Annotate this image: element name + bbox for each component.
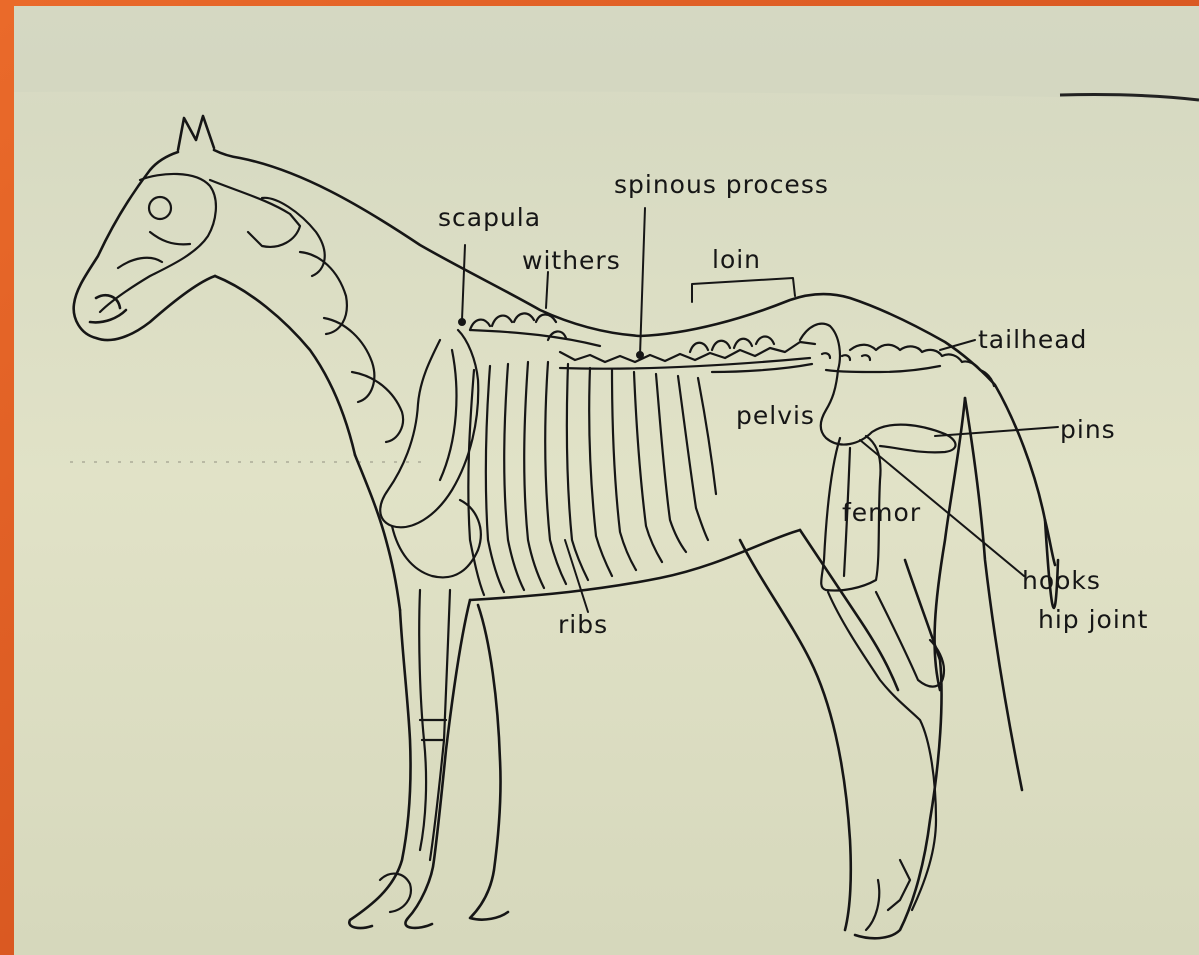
- label-ribs: ribs: [558, 612, 608, 637]
- label-withers: withers: [522, 248, 621, 273]
- label-hip-joint: hip joint: [1038, 607, 1148, 632]
- paper-fold: [14, 6, 1199, 100]
- label-spinous-process: spinous process: [614, 172, 829, 197]
- label-pins: pins: [1060, 417, 1116, 442]
- paper-sheet: [14, 6, 1199, 955]
- label-pelvis: pelvis: [736, 403, 815, 428]
- label-hooks: hooks: [1022, 568, 1101, 593]
- label-scapula: scapula: [438, 205, 541, 230]
- label-femor: femor: [842, 500, 921, 525]
- label-loin: loin: [712, 247, 761, 272]
- label-tailhead: tailhead: [978, 327, 1087, 352]
